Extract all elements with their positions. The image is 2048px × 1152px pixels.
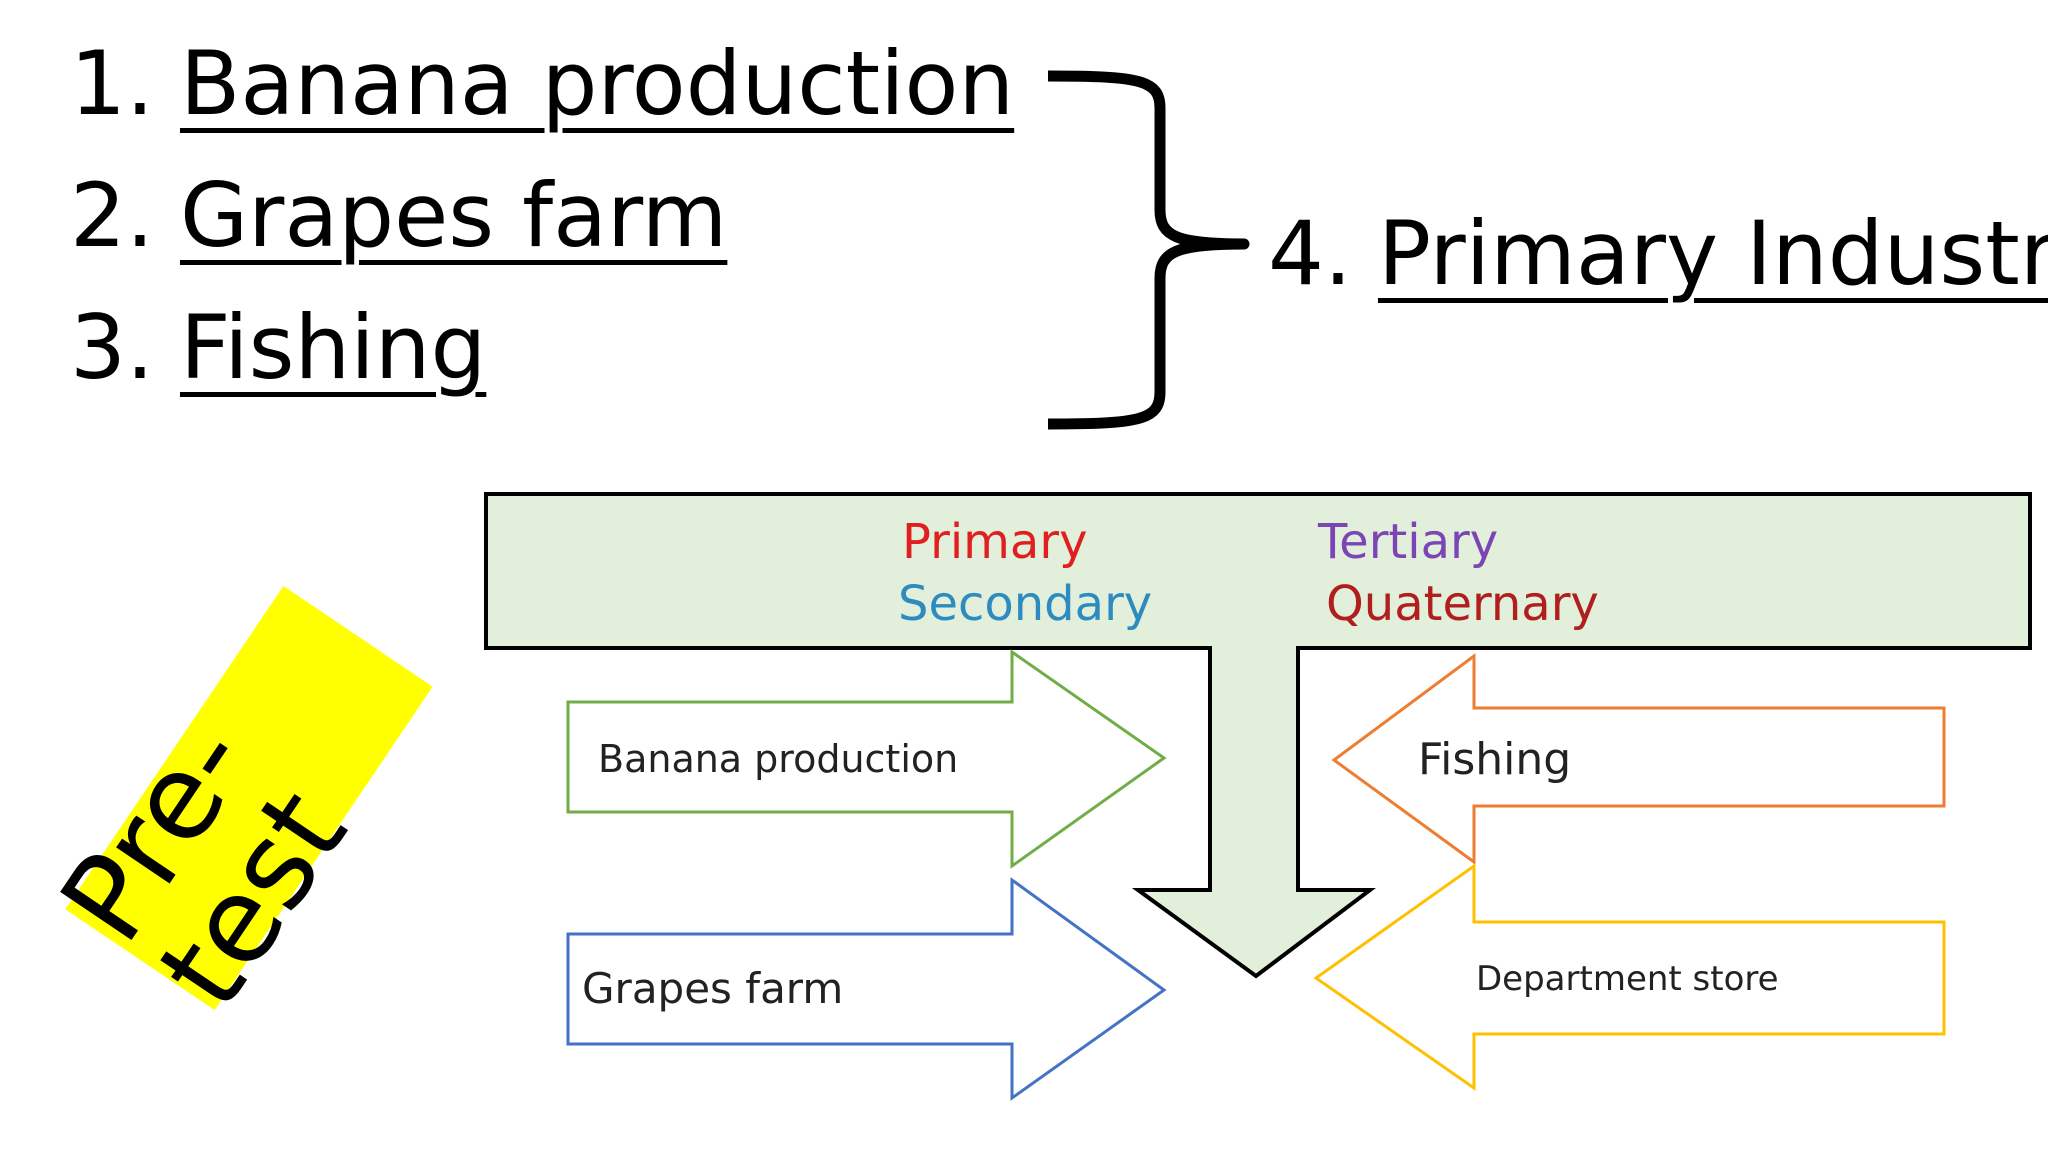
category-quaternary: Quaternary	[1326, 574, 1599, 634]
answer-3-text: Fishing	[179, 296, 487, 399]
answer-3: 3.Fishing	[70, 298, 486, 398]
answer-2-text: Grapes farm	[179, 164, 728, 267]
answer-1-number: 1.	[70, 32, 154, 135]
category-tertiary-text: Tertiary	[1318, 514, 1499, 570]
answer-1-text: Banana production	[179, 32, 1015, 135]
answer-1: 1.Banana production	[70, 34, 1014, 134]
answer-3-number: 3.	[70, 296, 154, 399]
fishing-arrow	[1331, 653, 1946, 865]
curly-brace	[1047, 70, 1250, 430]
grapes-arrow-label: Grapes farm	[582, 964, 844, 1013]
fishing-arrow-label: Fishing	[1418, 734, 1572, 785]
answer-4-text: Primary Industry	[1377, 202, 2048, 305]
category-quaternary-text: Quaternary	[1326, 576, 1599, 632]
answer-2-number: 2.	[70, 164, 154, 267]
answer-4-number: 4.	[1268, 202, 1352, 305]
category-secondary: Secondary	[898, 574, 1152, 634]
banana-arrow-label: Banana production	[598, 737, 959, 781]
answer-2: 2.Grapes farm	[70, 166, 727, 266]
category-primary-text: Primary	[902, 514, 1088, 570]
category-primary: Primary	[902, 512, 1087, 572]
category-tertiary: Tertiary	[1318, 512, 1498, 572]
category-secondary-text: Secondary	[898, 576, 1153, 632]
department-arrow-label: Department store	[1476, 959, 1779, 999]
industry-banner-arrow	[484, 492, 2032, 979]
grapes-arrow	[566, 877, 1167, 1101]
department-arrow	[1313, 863, 1946, 1091]
answer-4: 4.Primary Industry	[1268, 204, 2048, 304]
banana-arrow	[566, 649, 1167, 869]
